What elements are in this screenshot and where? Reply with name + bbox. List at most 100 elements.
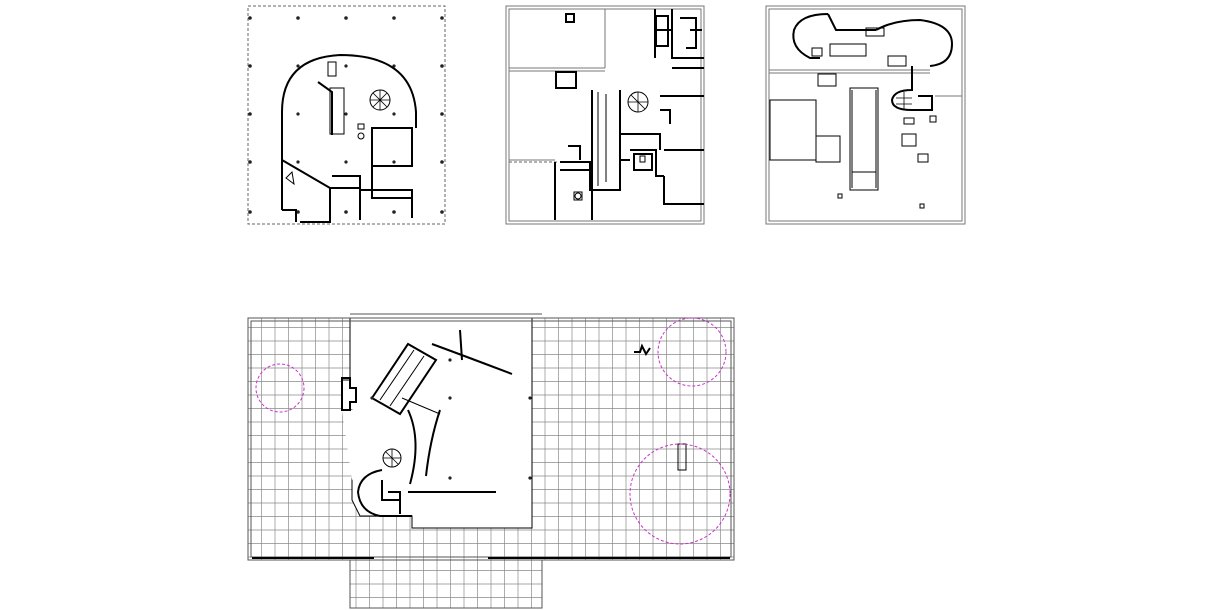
roof-vent-3 [917,153,929,163]
column-marker [392,16,396,20]
first-floor-stair-treads [628,92,648,112]
roof-screen-link [827,13,876,31]
site-ramp-inner [379,349,425,407]
ground-floor-rooms [282,166,413,223]
roof-parapet-lines [768,69,963,160]
roof-solarium-screen-east [875,18,954,67]
ground-floor-diagonal-wall [317,81,333,135]
column-marker [296,112,300,116]
roof-vent-2 [901,133,917,147]
tree-marker [255,363,305,413]
roof-vent-5 [837,193,843,199]
site-bath-curve [356,469,412,517]
plan-roof-terrace [765,5,966,225]
ground-floor-columns [248,16,444,214]
column-marker [440,64,444,68]
spiral-stair-treads [370,90,390,110]
column-marker [528,396,532,400]
column-marker [344,64,348,68]
column-marker [392,160,396,164]
roof-outline-outer [765,5,966,225]
site-curved-wall-mid [407,409,417,485]
column-marker [248,160,252,164]
roof-ramp [849,87,879,191]
roof-skylight-3 [887,55,907,67]
house-footprint-infill [342,410,404,480]
roof-vent-4 [929,115,937,123]
roof-skylight-2 [829,43,867,57]
site-bracket-box [341,377,357,411]
tree-marker [657,317,727,387]
roof-stair-tower [890,66,933,111]
site-bench [677,443,687,471]
roof-room-box [769,99,817,161]
tree-marker [629,443,731,545]
site-entry-forecourt [349,560,543,609]
column-marker [528,476,532,480]
column-marker [448,358,452,362]
site-diagonal-link [401,397,441,415]
ground-floor-entry-door [285,170,295,186]
site-stair-treads [383,449,401,467]
first-floor-ramp-inner [597,92,607,186]
column-marker [448,396,452,400]
plan-site-terrace-grid [247,313,735,609]
roof-solarium-screen-west [792,13,829,59]
first-floor-closet [680,17,702,49]
column-marker [248,112,252,116]
first-floor-rooms [554,9,704,220]
first-floor-small-room [568,145,581,160]
ground-floor-curved-wall [281,53,417,160]
plan-first-floor [505,5,705,225]
column-marker [370,396,374,400]
site-curved-wall-right [425,409,441,477]
first-floor-bath [633,153,653,171]
first-floor-outline-outer [505,5,705,225]
site-ornament [634,343,651,356]
column-marker [248,210,252,214]
site-small-rooms [381,480,401,514]
column-marker [296,210,300,214]
first-floor-window-box-1 [555,71,577,89]
column-marker [344,112,348,116]
column-marker [344,160,348,164]
ground-floor-service-block [371,127,413,167]
site-curved-wall-upper-short [459,329,463,361]
roof-skylight-4 [817,73,837,87]
first-floor-basin [574,192,582,200]
column-marker [296,160,300,164]
column-marker [448,476,452,480]
column-marker [296,16,300,20]
ground-floor-entry-wall [281,159,360,210]
roof-skylight-1 [811,47,823,57]
roof-room-box-2 [815,135,841,163]
site-outline-outer [247,317,735,561]
column-marker [440,210,444,214]
roof-light-box [865,27,885,37]
ground-floor-stair [329,87,345,135]
first-floor-ramp [591,90,621,191]
ground-floor-basin [357,132,365,140]
column-marker [248,16,252,20]
site-columns [370,358,532,480]
column-marker [392,210,396,214]
first-floor-kitchen [655,15,669,47]
column-marker [296,64,300,68]
ground-floor-wc [357,123,365,130]
roof-stair-treads [896,92,912,110]
roof-outline-inner [768,8,963,222]
ground-floor-fixture [327,61,337,77]
plan-ground-floor [247,5,446,225]
column-marker [248,64,252,68]
roof-ramp-inner [851,90,877,188]
first-floor-wc [639,155,646,163]
column-marker [440,160,444,164]
ground-floor-site-boundary [247,5,446,225]
column-marker [344,16,348,20]
column-marker [392,112,396,116]
roof-vent-1 [903,117,915,125]
site-curved-wall-upper [431,343,513,375]
site-ramp-block [370,342,438,416]
column-marker [440,112,444,116]
